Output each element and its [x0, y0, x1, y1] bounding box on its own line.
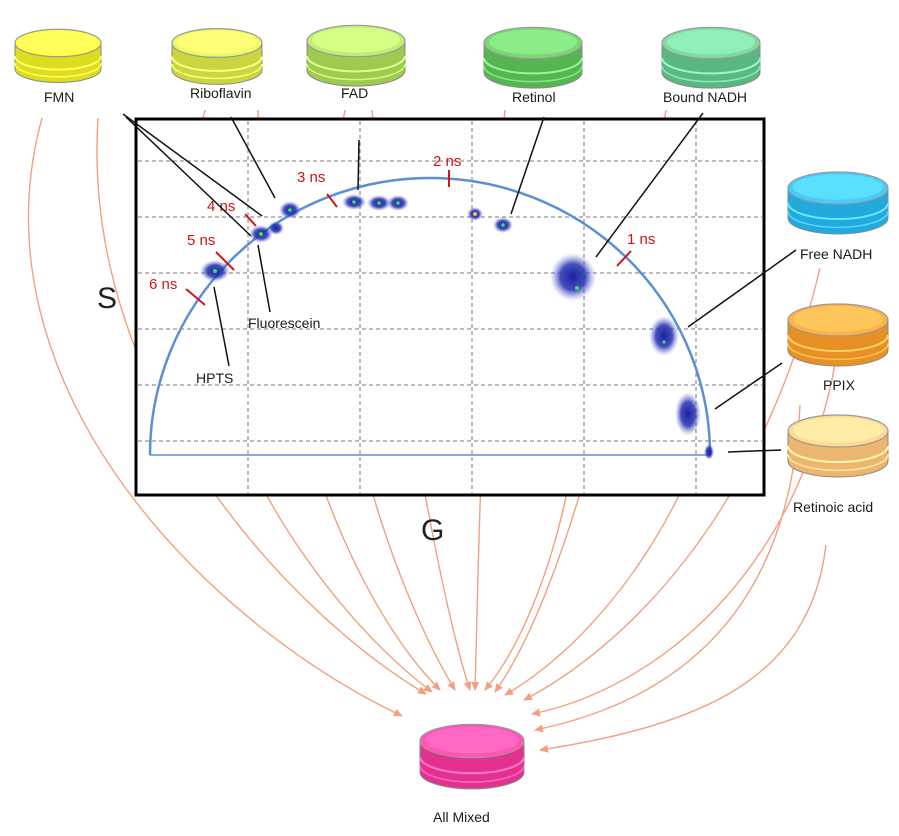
hpts-label: HPTS [196, 370, 233, 386]
phasor-plot: 1 ns 2 ns 3 ns 4 ns 5 ns 6 ns [122, 112, 797, 497]
sample-dishes: FMN Riboflavin FAD Retinol Bound NADH Free NA… [14, 24, 889, 515]
arrow-fmn-1 [27, 117, 403, 717]
cluster-ppix [675, 392, 701, 436]
fad-dish [306, 24, 406, 87]
riboflavin-dish [171, 28, 263, 85]
bound-nadh-dish [661, 26, 761, 89]
lifetime-label-1ns: 1 ns [627, 231, 655, 248]
fmn-dish [14, 28, 102, 84]
all-mixed-dish-body [419, 723, 525, 790]
lifetime-label-5ns: 5 ns [187, 232, 215, 249]
fluorescein-label: Fluorescein [248, 315, 320, 331]
retinoic-acid-label: Retinoic acid [793, 499, 873, 515]
retinoic-acid-dish [787, 414, 889, 478]
free-nadh-dish [787, 171, 889, 235]
cluster-bound-nadh [550, 253, 596, 301]
cluster-retinoic-acid [704, 444, 714, 460]
cluster-fmn [268, 221, 284, 235]
ppix-dish [787, 303, 889, 367]
all-mixed-dish [419, 723, 525, 790]
arrow-free-nadh [523, 267, 821, 701]
lifetime-label-3ns: 3 ns [297, 169, 325, 186]
x-axis-label: G [421, 514, 444, 547]
arrow-retinoic-2 [539, 544, 827, 753]
lifetime-ticks [185, 170, 632, 306]
all-mixed-label: All Mixed [433, 809, 490, 825]
arrow-retinoic-1 [534, 404, 801, 733]
fmn-label: FMN [44, 89, 74, 105]
bound-nadh-label: Bound NADH [663, 89, 747, 105]
universal-semicircle [148, 176, 712, 456]
phasor-clusters [200, 194, 714, 460]
lifetime-label-4ns: 4 ns [207, 198, 235, 215]
lifetime-label-6ns: 6 ns [149, 276, 177, 293]
retinol-label: Retinol [512, 89, 556, 105]
y-axis-label: S [97, 282, 117, 315]
fad-label: FAD [341, 85, 368, 101]
lifetime-label-2ns: 2 ns [433, 153, 461, 170]
free-nadh-label: Free NADH [800, 246, 872, 262]
ppix-label: PPIX [823, 377, 856, 393]
riboflavin-label: Riboflavin [190, 85, 251, 101]
cluster-free-nadh [649, 316, 679, 356]
leader-lines [122, 112, 797, 453]
retinol-dish [483, 26, 583, 89]
